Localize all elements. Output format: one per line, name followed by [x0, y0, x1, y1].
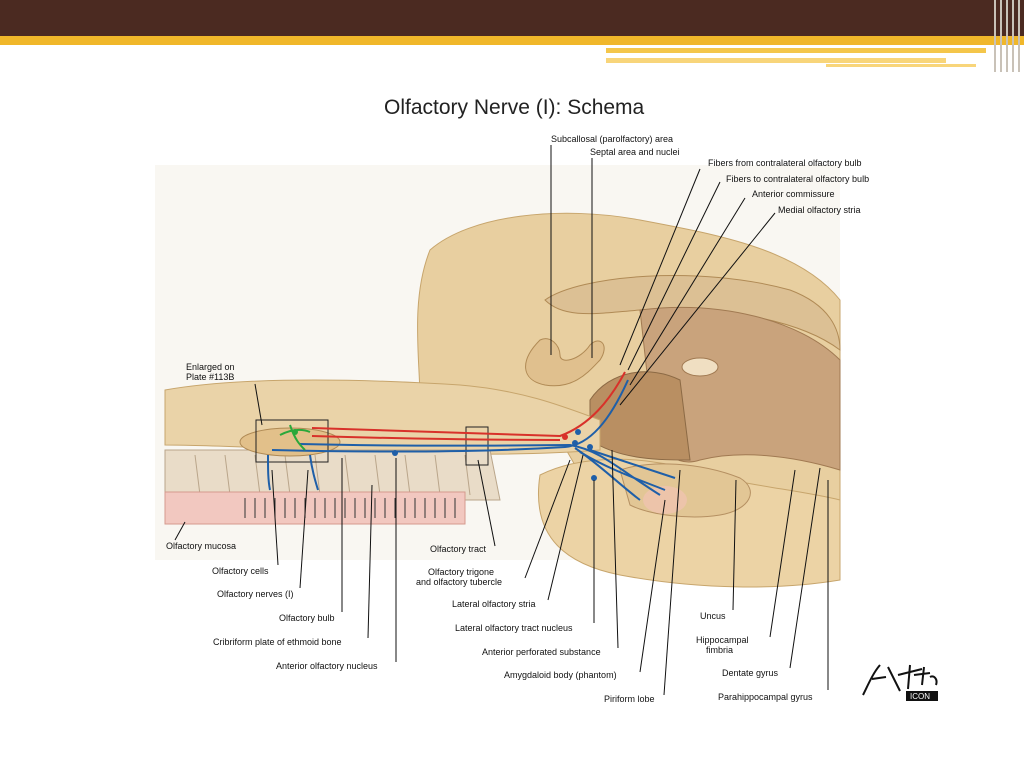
label-trigone: Olfactory trigone: [428, 567, 495, 577]
label-cribriform: Cribriform plate of ethmoid bone: [213, 637, 342, 647]
label-subcallosal: Subcallosal (parolfactory) area: [551, 134, 674, 144]
label-olfactory-mucosa: Olfactory mucosa: [166, 541, 237, 551]
accent-bar: [0, 36, 1024, 45]
label-piriform: Piriform lobe: [604, 694, 655, 704]
label-amygdaloid: Amygdaloid body (phantom): [504, 670, 617, 680]
label-fimbria: fimbria: [706, 645, 734, 655]
label-septal: Septal area and nuclei: [590, 147, 680, 157]
label-parahippocampal: Parahippocampal gyrus: [718, 692, 813, 702]
label-lateral-stria: Lateral olfactory stria: [452, 599, 536, 609]
decorative-lines: [990, 0, 1024, 72]
accent-line: [606, 58, 946, 63]
label-perforated: Anterior perforated substance: [482, 647, 601, 657]
label-fibers-to: Fibers to contralateral olfactory bulb: [726, 174, 870, 184]
label-enlarged: Enlarged on: [186, 362, 235, 372]
label-olfactory-nerves: Olfactory nerves (I): [217, 589, 294, 599]
label-fibers-from: Fibers from contralateral olfactory bulb: [708, 158, 862, 168]
netter-signature: ICON: [862, 664, 938, 701]
label-lateral-tract-nucleus: Lateral olfactory tract nucleus: [455, 623, 573, 633]
svg-text:ICON: ICON: [910, 692, 930, 701]
header-bar: [0, 0, 1024, 36]
label-hippocampal: Hippocampal: [696, 635, 749, 645]
accent-line: [606, 48, 986, 53]
label-dentate: Dentate gyrus: [722, 668, 779, 678]
label-medial-stria: Medial olfactory stria: [778, 205, 861, 215]
label-olfactory-bulb: Olfactory bulb: [279, 613, 335, 623]
label-anterior-nucleus: Anterior olfactory nucleus: [276, 661, 378, 671]
label-plate: Plate #113B: [186, 372, 235, 382]
accent-line: [826, 64, 976, 67]
label-olfactory-cells: Olfactory cells: [212, 566, 269, 576]
label-olfactory-tract: Olfactory tract: [430, 544, 487, 554]
slide-title: Olfactory Nerve (I): Schema: [384, 96, 645, 119]
label-uncus: Uncus: [700, 611, 726, 621]
label-anterior-commissure: Anterior commissure: [752, 189, 835, 199]
label-tubercle: and olfactory tubercle: [416, 577, 503, 587]
